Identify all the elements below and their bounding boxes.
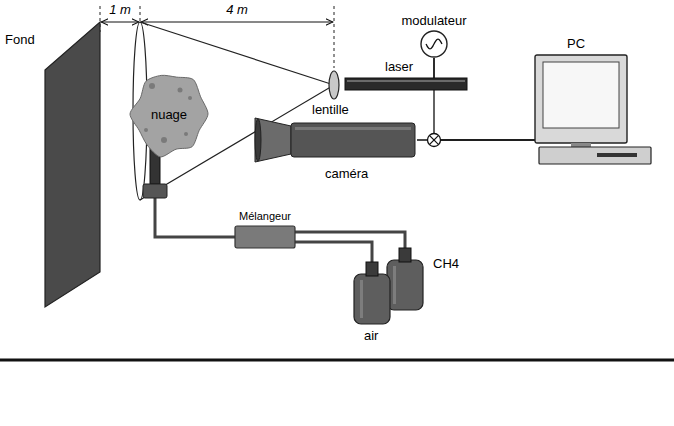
signal-wire xyxy=(434,58,535,140)
part-label: lentille xyxy=(312,102,349,117)
gas-hose xyxy=(295,232,405,248)
shape-outline xyxy=(45,22,103,307)
gas-bottle: air xyxy=(352,262,392,324)
camera-body xyxy=(291,123,415,157)
laser-body xyxy=(345,78,467,90)
monitor-stand xyxy=(571,143,591,147)
dimension-label: 4 m xyxy=(226,2,248,17)
part-label: nuage xyxy=(151,107,187,122)
part-label: Fond xyxy=(5,32,35,47)
shape-outline xyxy=(255,118,417,162)
modulator: modulateur xyxy=(420,30,448,58)
mixer-symbol-cross xyxy=(429,135,438,144)
mixer-box xyxy=(235,226,295,248)
dimension-extension-line xyxy=(334,6,335,68)
wall-panel xyxy=(45,22,100,307)
part-label: PC xyxy=(567,36,585,51)
shape-outline xyxy=(420,30,448,58)
camera-lens-front xyxy=(255,119,261,161)
part-label: CH4 xyxy=(433,256,459,271)
mixer-symbol-cross xyxy=(429,135,438,144)
gas-bottle: CH4 xyxy=(385,248,425,310)
monitor-screen xyxy=(543,62,619,128)
part-label: caméra xyxy=(325,166,368,181)
dimension-label: 1 m xyxy=(109,2,131,17)
dimension-arrow xyxy=(141,22,333,23)
mixer-symbol xyxy=(428,134,441,147)
cloud-speckle xyxy=(188,96,192,100)
gas-mixer: Mélangeur xyxy=(235,226,295,248)
camera-highlight xyxy=(295,127,411,130)
modulator-circle xyxy=(421,31,447,57)
shape-outline xyxy=(328,70,340,100)
cloud-speckle xyxy=(144,128,148,132)
sine-wave xyxy=(426,39,442,49)
laser-tube: laser xyxy=(345,78,467,90)
monitor-case xyxy=(535,55,627,143)
lens: lentille xyxy=(328,70,340,100)
bottle-body xyxy=(354,274,390,324)
computer: PC xyxy=(535,55,653,165)
camera: caméra xyxy=(255,118,417,162)
computer-base xyxy=(539,147,651,164)
bottle-valve xyxy=(366,262,378,276)
part-label: air xyxy=(364,328,378,343)
dimension-extension-line xyxy=(140,6,141,22)
cloud-speckle xyxy=(149,83,155,89)
cloud-speckle xyxy=(178,88,183,93)
gas-cloud: nuage xyxy=(128,68,210,160)
gas-hose xyxy=(155,160,235,237)
background-wall: Fond xyxy=(45,22,103,307)
cloud-speckle xyxy=(184,132,188,136)
bottle-highlight xyxy=(393,266,396,304)
gas-hose xyxy=(295,242,372,262)
bottle-body xyxy=(387,260,423,310)
part-label: modulateur xyxy=(401,13,466,28)
bottle-valve xyxy=(399,248,411,262)
baseline-rule xyxy=(0,359,674,362)
hose-coupling xyxy=(143,184,167,198)
part-label: laser xyxy=(385,59,413,74)
lens-shape xyxy=(329,71,339,99)
shape-outline xyxy=(235,226,295,248)
shape-outline xyxy=(345,78,467,90)
shape-outline xyxy=(352,262,392,324)
disk-slot xyxy=(597,153,637,157)
shape-outline xyxy=(535,55,653,165)
bottle-highlight xyxy=(360,280,363,318)
camera-lens-hood xyxy=(255,118,291,162)
cloud-speckle xyxy=(161,137,167,143)
part-label: Mélangeur xyxy=(239,209,291,224)
dimension-arrow xyxy=(101,22,139,23)
cloud-outline xyxy=(130,75,208,157)
shape-outline xyxy=(385,248,425,310)
laser-highlight xyxy=(347,80,465,82)
